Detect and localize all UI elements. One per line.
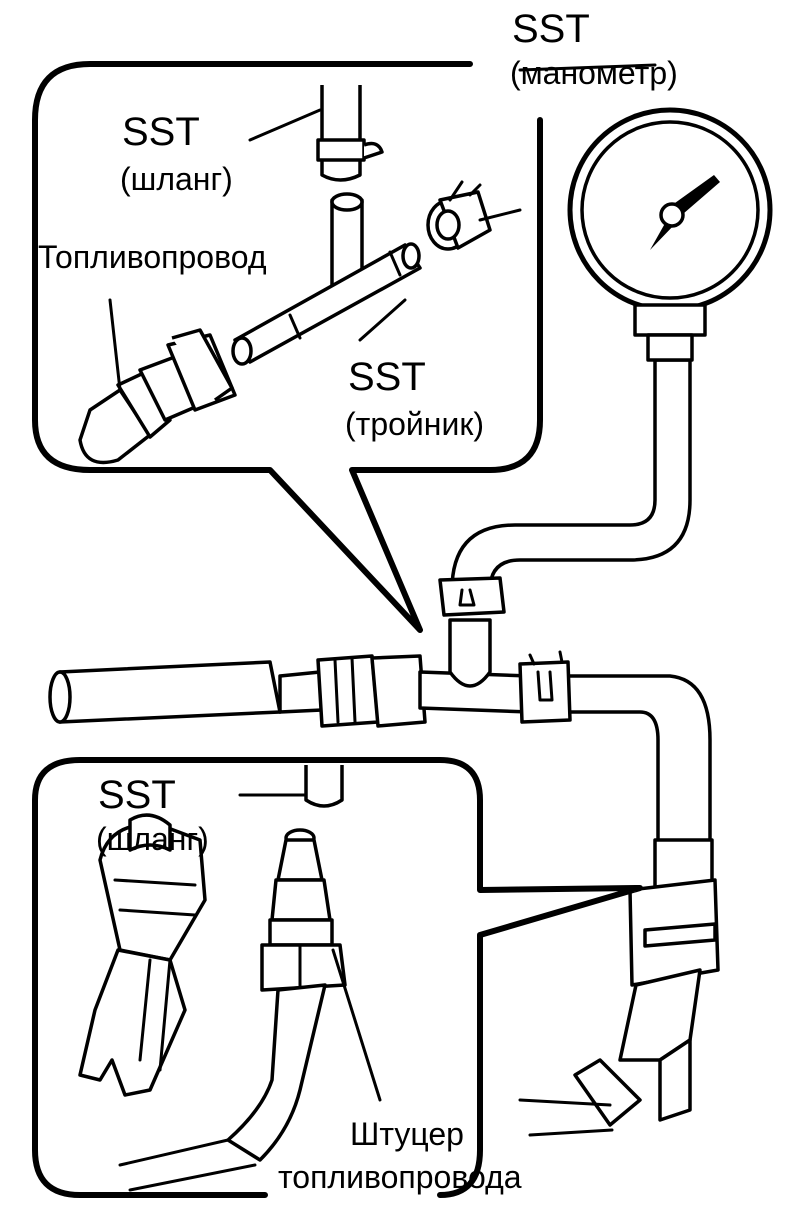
main-fuel-hose (48, 654, 427, 728)
bottom-hose-end-part (238, 765, 344, 808)
fuel-line-connector-part (78, 328, 237, 465)
label-sst-hose-bottom-sub: (шланг) (96, 821, 209, 857)
top-callout-bubble (32, 61, 543, 633)
label-fitting-line1: Штуцер (350, 1116, 464, 1152)
retainer-clip-part (78, 813, 207, 1097)
label-sst-hose-top-sub: (шланг) (120, 161, 233, 197)
label-sst-gauge-sub: (манометр) (510, 55, 678, 91)
pressure-connector-assembly (518, 878, 720, 1137)
bottom-callout-bubble (32, 757, 643, 1198)
hose-clip-part (426, 180, 492, 251)
gauge-hose (438, 358, 692, 617)
label-fuel-line: Топливопровод (38, 239, 267, 275)
label-sst-hose-top: SST (122, 110, 200, 154)
main-tee (418, 618, 532, 714)
label-fitting-line2: топливопровода (278, 1159, 522, 1195)
label-sst-tee: SST (348, 355, 426, 399)
label-sst-gauge: SST (512, 7, 590, 51)
label-sst-tee-sub: (тройник) (345, 406, 484, 442)
pressure-gauge (567, 107, 773, 362)
right-hose (518, 650, 714, 902)
sst-tee-part (231, 192, 422, 366)
top-hose-part (248, 85, 384, 182)
label-sst-hose-bottom: SST (98, 773, 176, 817)
fuel-pipe-fitting-part (118, 828, 347, 1192)
